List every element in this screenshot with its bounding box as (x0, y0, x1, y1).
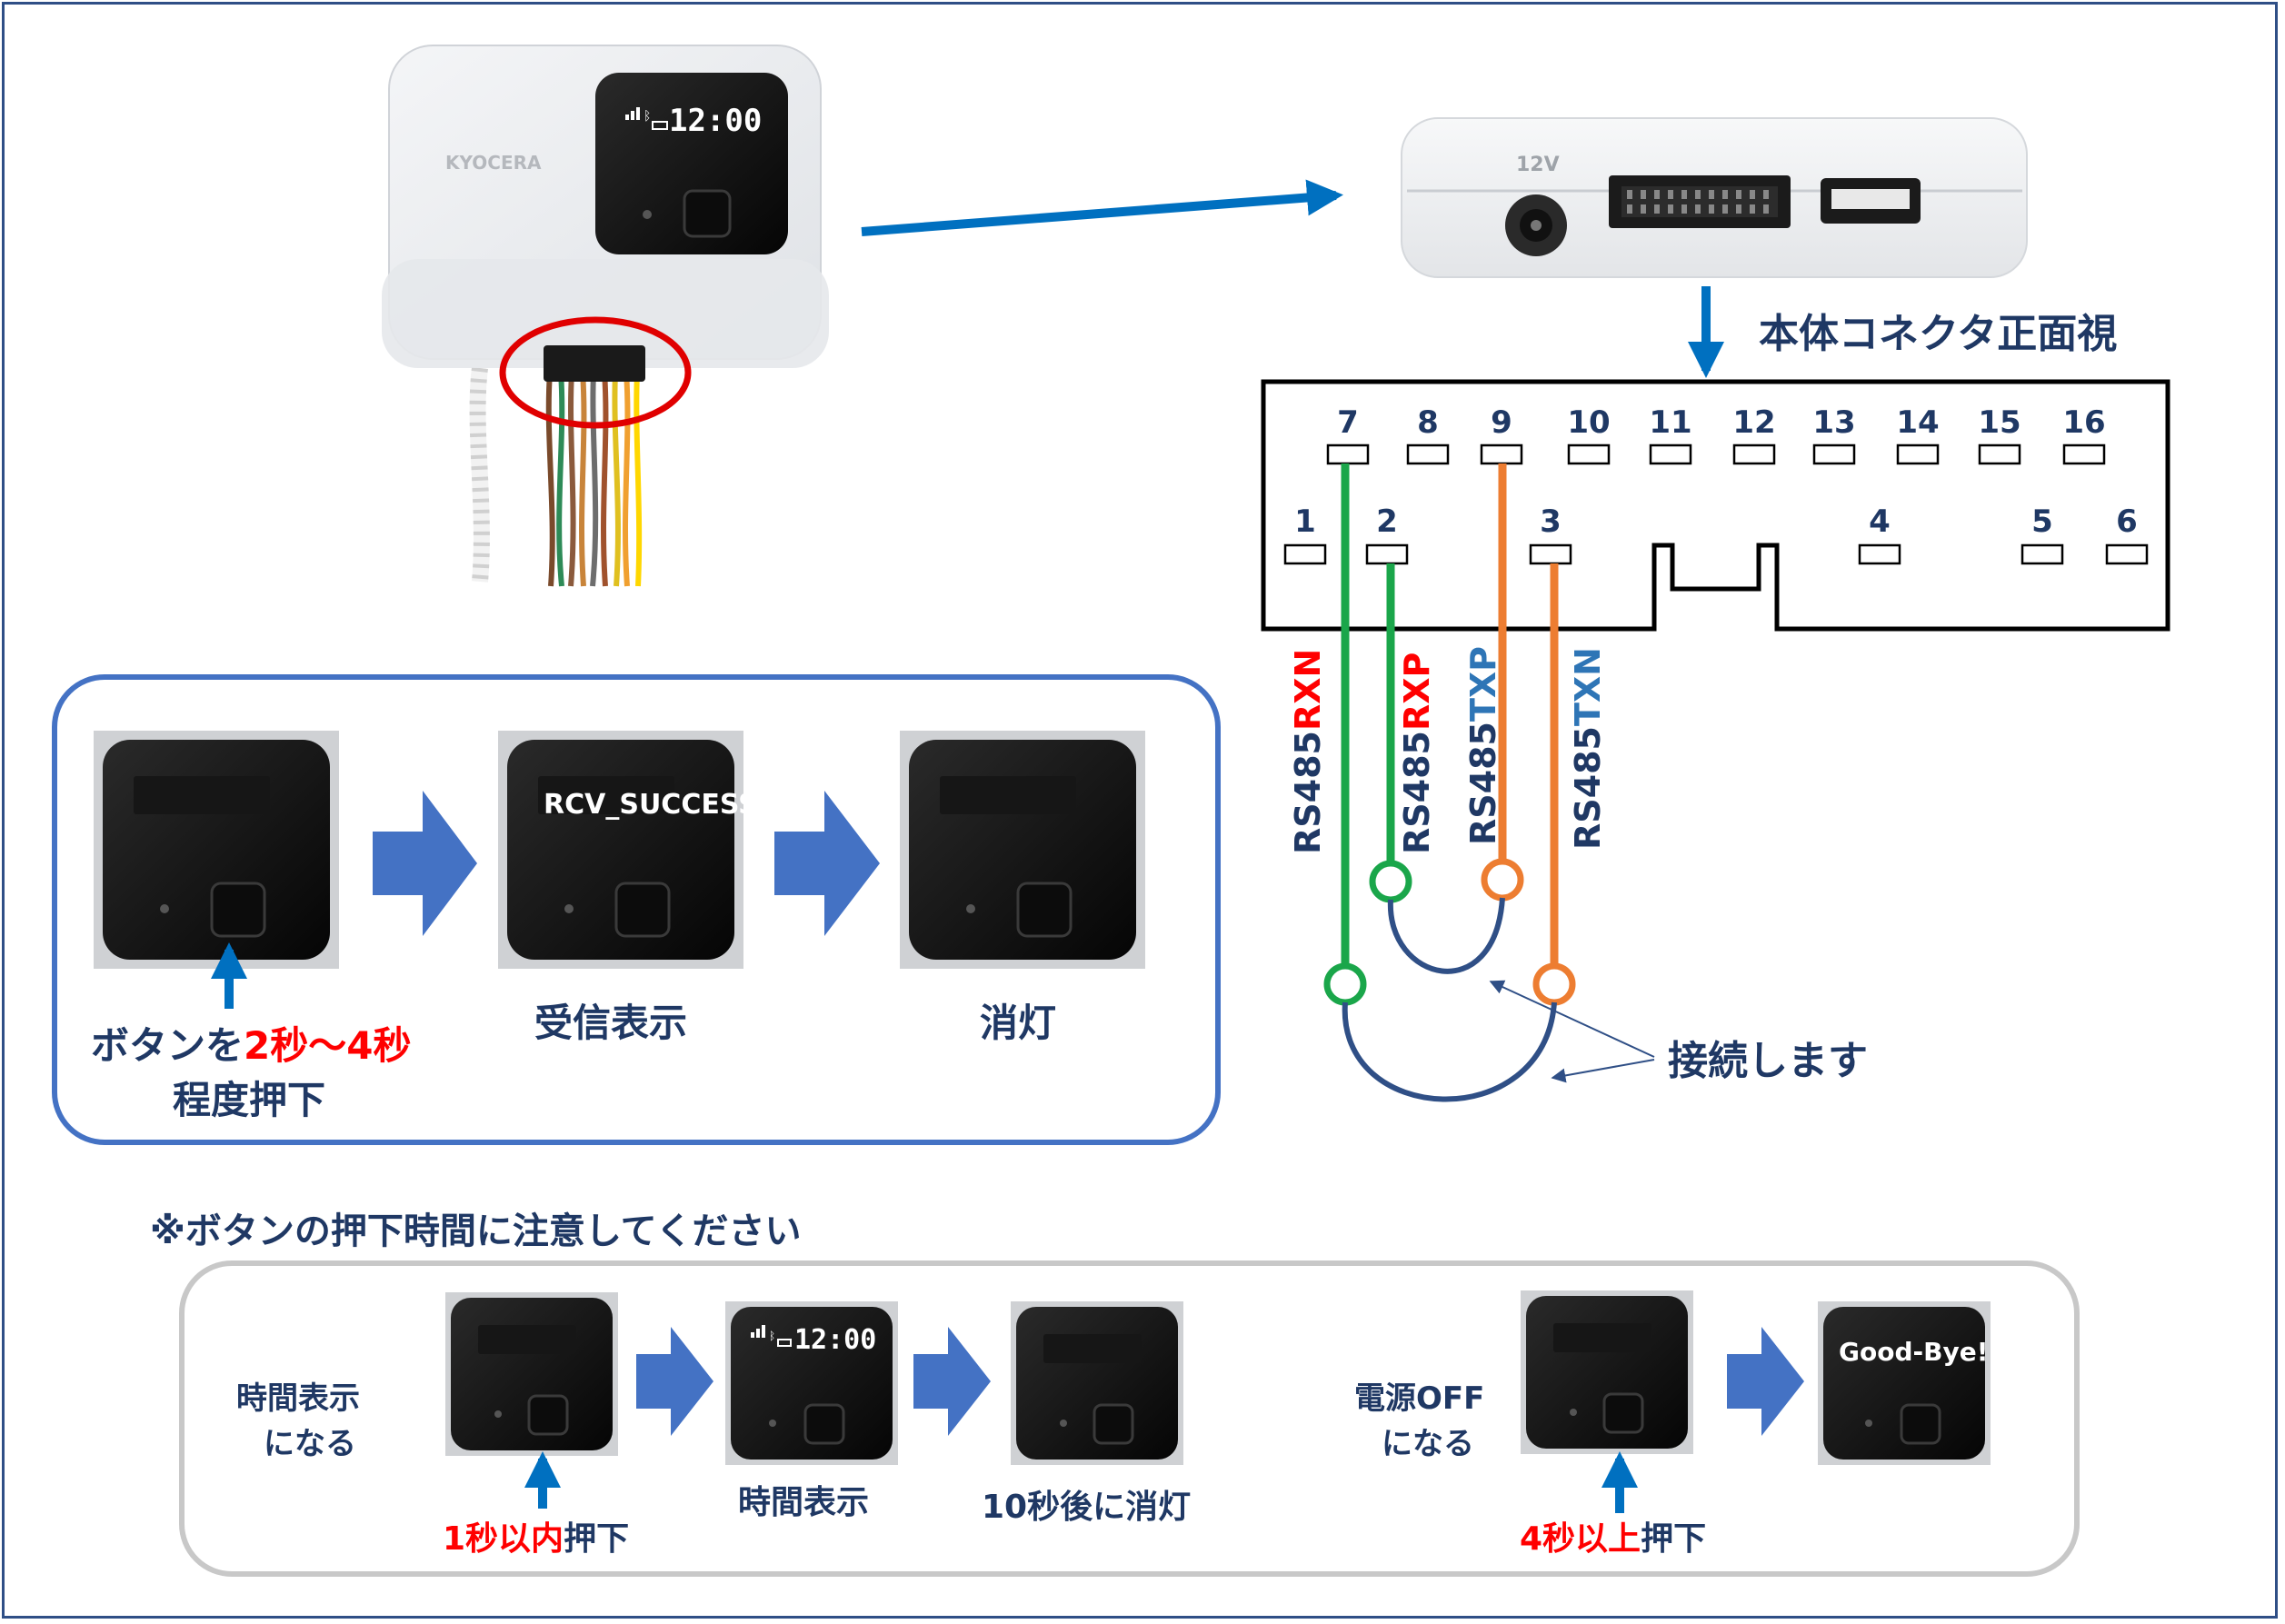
pin-slot-13 (1812, 443, 1856, 465)
step3-label: 消灯 (980, 1001, 1056, 1045)
power-press-instruction: 4秒以上押下 (1520, 1520, 1706, 1558)
pin-label-6: 6 (2116, 503, 2138, 540)
top-pin-labels: 7 8 9 10 11 12 13 14 15 16 (1326, 404, 2106, 465)
time-arrow-1 (636, 1327, 713, 1436)
arrow-to-side-view (861, 179, 1343, 236)
screen-step-1 (92, 729, 341, 971)
pin-label-3: 3 (1540, 503, 1562, 540)
step-arrow-1 (373, 791, 477, 936)
time-display-title-1: 時間表示 (236, 1380, 360, 1417)
goodbye-text: Good-Bye! (1839, 1337, 1988, 1367)
pin-label-7: 7 (1337, 404, 1359, 441)
device-side-view: 12V (1401, 117, 2028, 278)
port-label: 12V (1516, 154, 1560, 176)
pointer-line-upper (1489, 980, 1655, 1058)
time-display-title-2: になる (264, 1426, 356, 1462)
time-screen-clock: 12:00 (794, 1324, 876, 1356)
time-step-label: 時間表示 (738, 1484, 869, 1521)
screen-time-2: ᛒ 12:00 (725, 1301, 898, 1465)
wire-txp (1481, 463, 1524, 902)
pin-label-8: 8 (1417, 404, 1439, 441)
press-instruction: ボタンを2秒～4秒 (91, 1023, 411, 1068)
rcv-success-text: RCV_SUCCESS (544, 789, 758, 821)
pin-label-4: 4 (1869, 503, 1891, 540)
signal-icon (625, 107, 640, 120)
wire-bundle (469, 366, 643, 587)
step-arrow-2 (774, 791, 880, 936)
wire-rxp (1369, 563, 1412, 903)
device-front: KYOCERA ᛒ 12:00 (382, 45, 829, 587)
pin-slot-16 (2062, 443, 2106, 465)
press-instruction-line2: 程度押下 (173, 1078, 325, 1122)
pin-label-5: 5 (2031, 503, 2053, 540)
pin-slot-4 (1858, 543, 1901, 565)
label-rs485-rxp: RS485RXP (1397, 653, 1437, 854)
pin-slot-5 (2021, 543, 2064, 565)
pin-label-14: 14 (1896, 404, 1939, 441)
brand-logo: KYOCERA (445, 152, 542, 174)
pin-slot-6 (2105, 543, 2149, 565)
power-jack-icon (1505, 194, 1567, 256)
pin-slot-11 (1649, 443, 1692, 465)
connect-label: 接続します (1668, 1038, 1868, 1084)
label-rs485-txp: RS485TXP (1463, 646, 1503, 845)
pin-label-11: 11 (1649, 404, 1691, 441)
pin-label-10: 10 (1567, 404, 1610, 441)
label-rs485-txn: RS485TXN (1568, 647, 1608, 850)
screen-step-3 (898, 729, 1147, 971)
clock-readout: 12:00 (669, 103, 762, 139)
pin-slot-3 (1529, 543, 1572, 565)
connector-title: 本体コネクタ正面視 (1759, 311, 2117, 357)
power-off-title-2: になる (1382, 1426, 1474, 1462)
pin-slot-8 (1406, 443, 1450, 465)
usb-port-icon (1821, 178, 1921, 224)
time-press-instruction: 1秒以内押下 (443, 1520, 629, 1558)
battery-icon (652, 121, 668, 130)
button-icon[interactable] (683, 189, 732, 238)
screen-step-2 (496, 729, 745, 971)
pin-label-15: 15 (1978, 404, 2021, 441)
screen-power-2 (1818, 1301, 1991, 1465)
time-arrow-2 (913, 1327, 991, 1436)
screen-power-1 (1519, 1289, 1695, 1456)
pin-slot-7 (1326, 443, 1370, 465)
screen-time-3 (1009, 1300, 1185, 1467)
pin-slot-15 (1978, 443, 2021, 465)
pointer-line-lower (1551, 1059, 1655, 1083)
wire-rxn (1323, 463, 1367, 1006)
pin-slot-2 (1365, 543, 1409, 565)
screen-time-1 (444, 1290, 620, 1458)
pin-slot-10 (1567, 443, 1611, 465)
pin-label-13: 13 (1812, 404, 1855, 441)
svg-text:ᛒ: ᛒ (769, 1330, 775, 1342)
pin-slot-12 (1732, 443, 1776, 465)
pin-slot-14 (1896, 443, 1940, 465)
pin-label-16: 16 (2062, 404, 2105, 441)
caution-note: ※ボタンの押下時間に注意してください (150, 1211, 802, 1252)
pin-label-2: 2 (1376, 503, 1398, 540)
step2-label: 受信表示 (534, 1001, 687, 1045)
pin-label-9: 9 (1491, 404, 1512, 441)
bluetooth-icon: ᛒ (644, 109, 651, 124)
bottom-pin-labels: 1 2 3 4 5 6 (1283, 503, 2149, 565)
label-rs485-rxn: RS485RXN (1288, 649, 1328, 854)
power-off-title-1: 電源OFF (1354, 1380, 1484, 1417)
pin-slot-9 (1480, 443, 1523, 465)
loop-rxn-txn (1342, 1001, 1557, 1102)
connector-highlight (499, 316, 692, 429)
pin-label-1: 1 (1294, 503, 1316, 540)
pin-label-12: 12 (1732, 404, 1775, 441)
power-arrow (1727, 1327, 1804, 1436)
off-step-label: 10秒後に消灯 (982, 1489, 1191, 1526)
connector-front-view (1261, 379, 2170, 632)
pin-slot-1 (1283, 543, 1327, 565)
loop-rxp-txp (1387, 897, 1505, 974)
